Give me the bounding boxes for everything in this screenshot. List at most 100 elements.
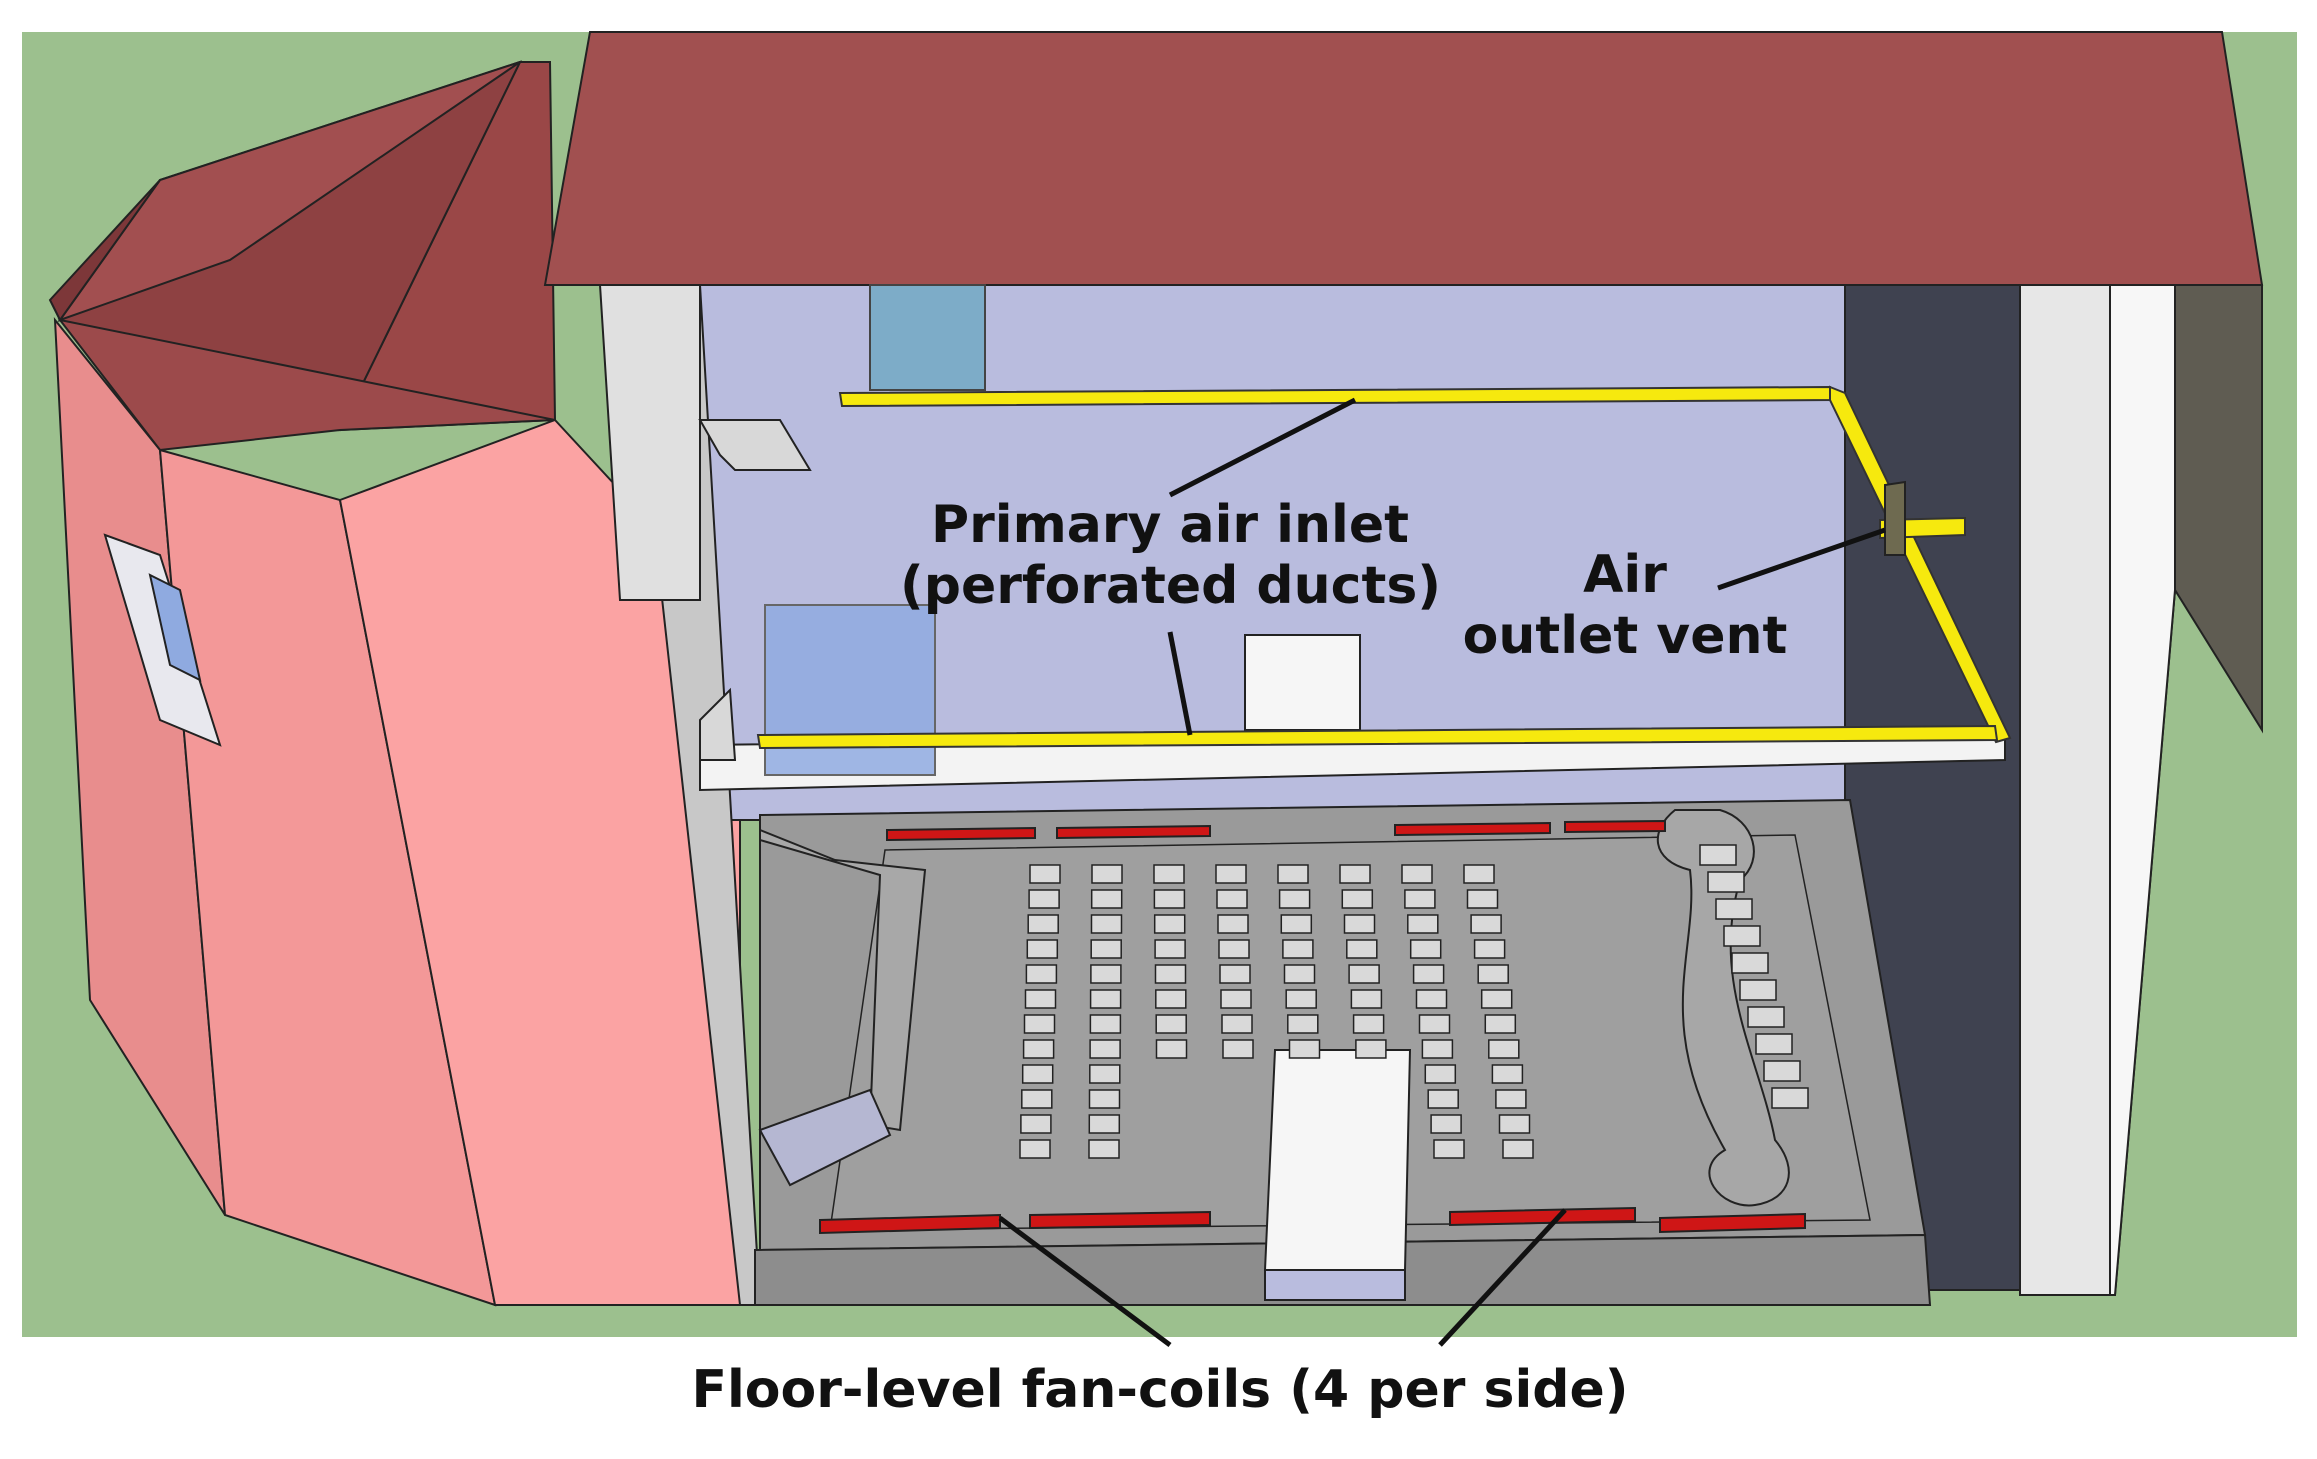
pew-seat [1024,989,1057,1009]
side-pew-seat [1707,871,1745,893]
pew-seat [1221,1014,1253,1034]
pew-seat [1282,939,1314,959]
pew-seat [1153,889,1186,909]
pew-seat [1473,939,1506,959]
primary-air-inlet-label: Primary air inlet (perforated ducts) [900,495,1442,618]
pew-seat [1155,1039,1188,1059]
pew-seat [1220,989,1252,1009]
pew-seat [1466,889,1499,909]
pew-seat [1285,989,1317,1009]
pew-seat [1477,964,1509,984]
air-outlet-vent-label: Air outlet vent [1455,545,1795,668]
fan-coils [819,819,1806,1235]
main-roof [543,31,2264,286]
pew-seat [1089,1039,1121,1059]
pew-seat [1341,889,1374,909]
side-pew-seat [1747,1006,1785,1028]
apse-roof [48,60,557,452]
side-pew-seat [1731,952,1769,974]
pew-seat [1348,964,1380,984]
pew-seat [1153,914,1186,934]
pew-seat [1022,1039,1055,1059]
side-pew-seat [1755,1033,1793,1055]
pew-seat [1155,1014,1187,1034]
pew-seat [1412,964,1445,984]
pew-seat [1088,1089,1121,1109]
side-pew-seat [1715,898,1753,920]
pew-seat [1280,914,1313,934]
pew-seat [1488,1039,1520,1059]
pew-seat [1427,1089,1459,1109]
pew-seat [1089,1064,1121,1084]
side-pew-seat [1771,1087,1809,1109]
pew-seat [1090,914,1123,934]
pew-seat [1480,989,1513,1009]
pew-seat [1287,1014,1319,1034]
pew-seat [1091,864,1123,884]
pew-seat [1463,864,1495,884]
pew-seat [1023,1014,1056,1034]
pew-seat [1154,964,1187,984]
pew-seat [1421,1039,1454,1059]
leader-lines [998,397,1886,1348]
pew-seat [1343,914,1376,934]
pew-seat [1153,864,1185,884]
pew-seat [1407,914,1439,934]
pew-seat [1498,1114,1531,1134]
pew-seat [1021,1089,1053,1109]
pew-seat [1222,1039,1254,1059]
side-pew-seat [1723,925,1761,947]
pew-seat [1430,1114,1462,1134]
pew-seat [1350,989,1383,1009]
pew-seat [1217,914,1249,934]
outlet-vent-box [1884,480,1906,556]
pew-seat [1090,939,1122,959]
pew-seat [1491,1064,1524,1084]
fan-coils-label: Floor-level fan-coils (4 per side) [691,1360,1629,1420]
primary-air-inlet-line-1: Primary air inlet [931,495,1409,555]
pew-seat [1154,939,1186,959]
air-outlet-vent-line-2: outlet vent [1462,606,1788,667]
pew-seat [1090,964,1122,984]
left-column [598,284,701,601]
balcony-left-bracket-2 [699,687,737,761]
pew-seat [1355,1039,1387,1059]
apse-window [103,533,222,747]
pew-seat [1216,889,1248,909]
pew-seat [1026,939,1059,959]
pew-seat [1415,989,1448,1009]
pew-seat [1027,914,1059,934]
pew-seat [1484,1014,1517,1034]
pew-seat [1019,1139,1051,1159]
apse-wall [53,316,741,1307]
pew-seat [1219,964,1251,984]
pew-seat [1089,989,1122,1009]
pew-seat [1339,864,1371,884]
pew-seat [1277,864,1309,884]
primary-air-inlet-line-2: (perforated ducts) [900,556,1442,617]
pew-seat [1088,1139,1120,1159]
primary-air-inlet-ducts [756,385,2012,750]
pew-seat [1502,1139,1534,1159]
side-seating [1699,844,1809,1109]
pew-seat [1155,989,1187,1009]
pew-seat [1433,1139,1465,1159]
right-pillar-face [2109,284,2176,1296]
pew-seat [1278,889,1311,909]
pew-seat [1090,889,1123,909]
back-window [869,284,986,391]
seating-grid [1019,864,1534,1159]
balcony-window [764,604,936,776]
pew-seat [1088,1114,1121,1134]
pew-seat [1020,1114,1052,1134]
left-ledge-lower [758,1088,892,1187]
back-door [1244,634,1361,731]
pew-seat [1218,939,1250,959]
pew-seat [1404,889,1436,909]
central-aisle-block [1263,1049,1412,1271]
aisle-base [1264,1269,1406,1301]
balcony-left-bracket [698,419,812,471]
pew-seat [1424,1064,1457,1084]
side-pew-seat [1739,979,1777,1001]
